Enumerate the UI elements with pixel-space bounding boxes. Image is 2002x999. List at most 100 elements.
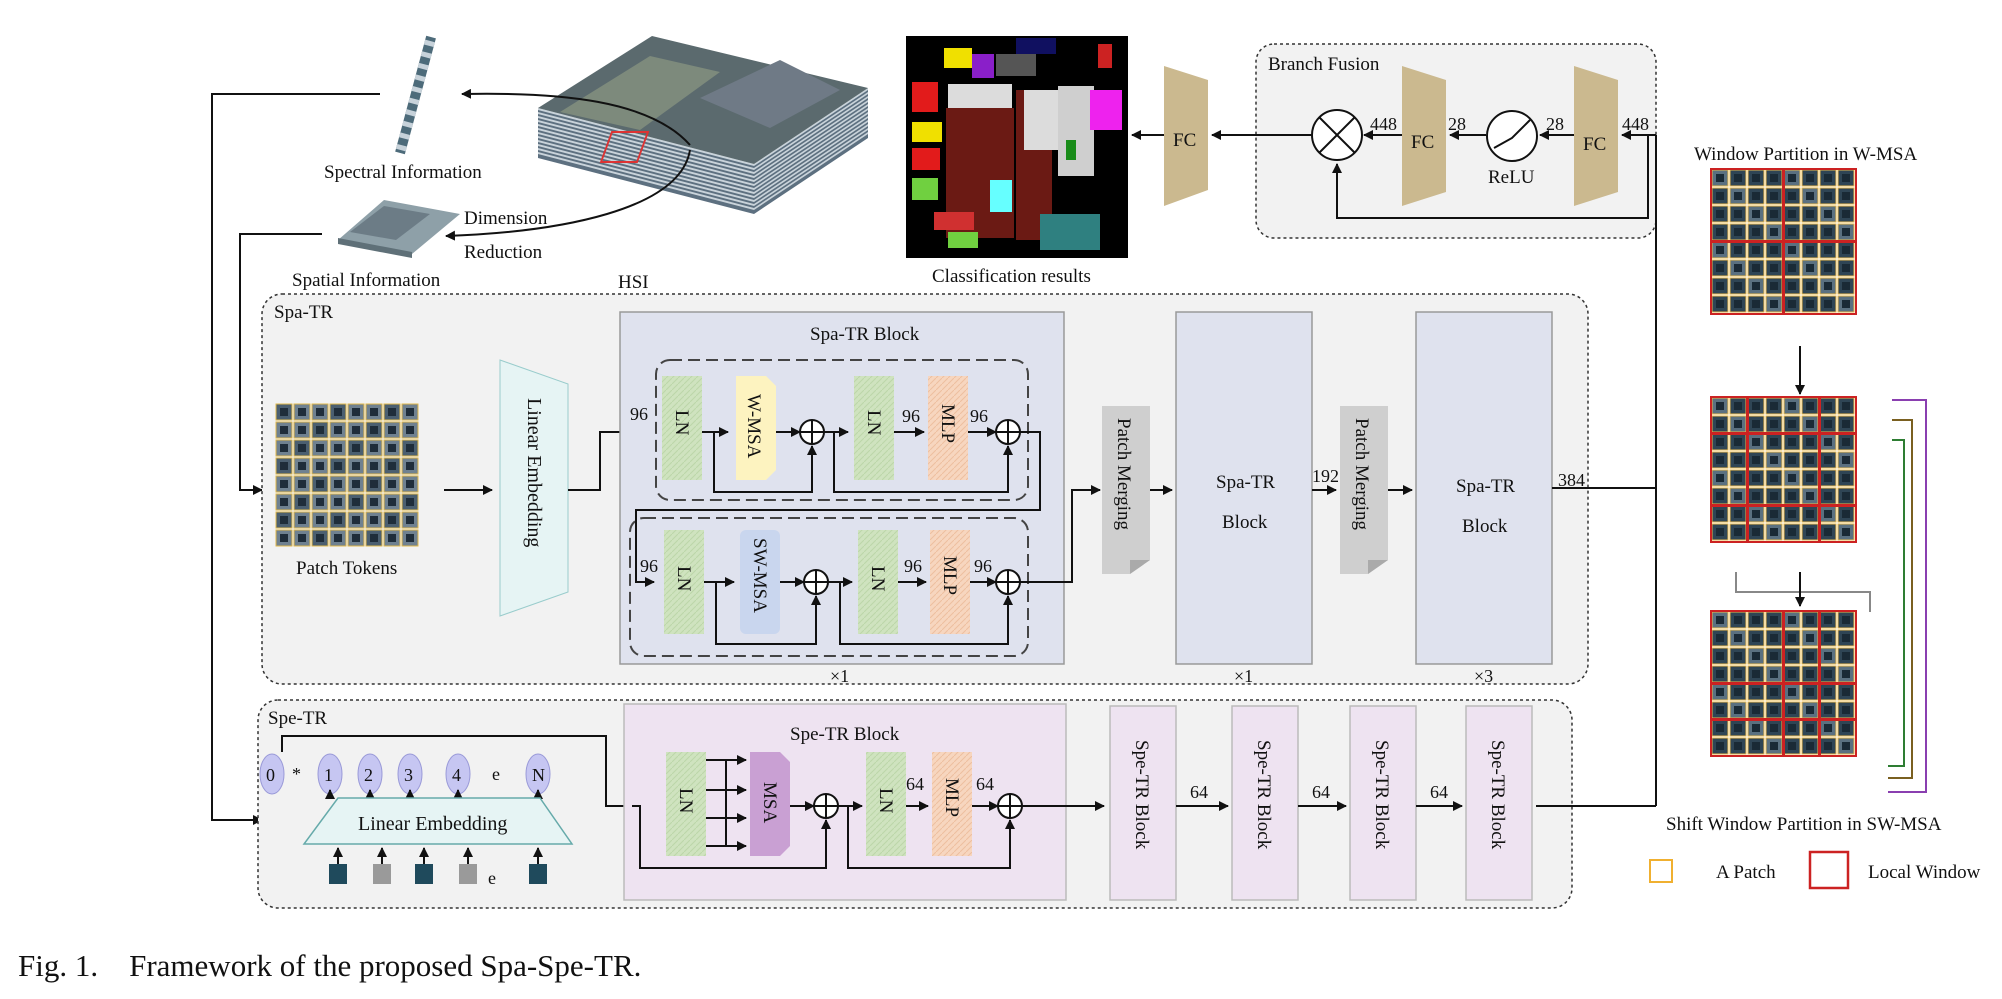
spe-tr-block-stack: Spe-TR Block 64 Spe-TR Block 64 Spe-TR Block… [1109,705,1533,901]
ln-4-label: LN [867,566,888,592]
ln-3-label: LN [673,566,694,592]
patch-merging-2-label: Patch Merging [1351,418,1372,531]
dimension-label: Dimension [464,208,548,229]
spe-linear-embedding [302,797,574,845]
spa-tr-block-2-l1: Spa-TR [1216,472,1275,493]
spa-linear-embedding-label: Linear Embedding [523,398,545,547]
msa-block [750,752,790,856]
swmsa-window-title: Shift Window Partition in SW-MSA [1666,814,1942,835]
dim-28-a: 28 [1448,114,1466,134]
spe-add-node-1 [813,793,839,819]
spa-tr-block-title: Spa-TR Block [810,324,920,345]
spe-token-6: e [492,764,500,784]
dim-96-c: 96 [904,556,922,576]
spatial-information-label: Spatial Information [292,270,441,291]
spa-tr-block-3-l2: Block [1462,516,1508,537]
fc-output [1164,66,1208,206]
figure-caption: Fig. 1. Framework of the proposed Spa-Sp… [18,948,641,984]
relu-node [1486,110,1538,162]
spa-tr-block-2-l2: Block [1222,512,1268,533]
add-node-4 [995,569,1021,595]
figure-number: Fig. 1. [18,948,99,983]
ln-1-label: LN [671,410,692,436]
spe-tr-block-2-label: Spe-TR Block [1131,740,1152,850]
ln-2-label: LN [863,410,884,436]
add-node-2 [995,419,1021,445]
swmsa-label: SW-MSA [749,538,770,613]
swmsa-block [740,530,780,634]
dim-28-b: 28 [1546,114,1564,134]
mlp-1 [928,376,968,480]
spe-tr-block-3 [1231,705,1299,901]
legend-window-swatch [1808,850,1850,890]
spe-token-0: 0 [266,765,275,785]
spatial-thumb [338,200,460,258]
reduction-label: Reduction [464,242,543,263]
spa-tr-title: Spa-TR [274,302,333,323]
spe-mlp [932,752,972,856]
patch-tokens-grid [275,403,419,547]
dim-96-d: 96 [974,556,992,576]
arrow-to-spectral [461,88,691,146]
dim-192: 192 [1312,466,1339,486]
add-node-3 [803,569,829,595]
spe-dim-64-5: 64 [1430,782,1448,802]
spa-tr-block-2 [1175,311,1313,665]
spe-mlp-label: MLP [941,778,962,817]
spe-dim-64-b: 64 [976,774,994,794]
spe-tr-title: Spe-TR [268,708,327,729]
branch-fusion-box [1255,43,1657,239]
swmsa-subblock [629,517,1029,657]
spe-dim-64-4: 64 [1312,782,1330,802]
wmsa-window-title: Window Partition in W-MSA [1694,144,1917,165]
spe-ln-1-label: LN [675,788,696,814]
dim-96-b: 96 [970,406,988,426]
spe-token-5: 4 [452,765,461,785]
legend-patch-label: A Patch [1716,862,1776,883]
dim-96-in-2: 96 [640,556,658,576]
spectral-information-label: Spectral Information [324,162,482,183]
spe-linear-embedding-label: Linear Embedding [358,813,507,835]
spe-tr-block-4 [1349,705,1417,901]
fc-fusion-1 [1402,66,1446,206]
ln-2 [854,376,894,480]
fc-fusion-2-label: FC [1583,134,1606,155]
spe-token-1: * [292,764,301,784]
figure-caption-text: Framework of the proposed Spa-Spe-TR. [129,948,642,983]
ln-3 [664,530,704,634]
fc-output-label: FC [1173,130,1196,151]
spa-linear-embedding [499,359,569,617]
spectral-vector [395,35,436,155]
spe-tr-block-5-label: Spe-TR Block [1487,740,1508,850]
relu-label: ReLU [1488,167,1535,188]
shifted-window-grid [1710,396,1857,543]
msa-label: MSA [759,782,780,823]
spe-tr-block-title: Spe-TR Block [790,724,900,745]
spectral-route [211,93,380,825]
sw-msa-window-grid [1710,610,1857,757]
wmsa-block [736,376,776,480]
spe-tr-block-5 [1465,705,1533,901]
ln-4 [858,530,898,634]
spa-tr-block-3 [1415,311,1553,665]
spa-x1-b: ×1 [1234,666,1253,686]
spatial-route [239,233,322,495]
wmsa-subblock [655,359,1029,501]
hsi-label: HSI [618,272,649,293]
spe-token-3: 2 [364,765,373,785]
spe-token-2: 1 [324,765,333,785]
mlp-2 [930,530,970,634]
patch-merging-2 [1340,406,1388,574]
wmsa-window-grid [1710,168,1857,315]
patch-tokens-label: Patch Tokens [296,558,397,579]
spa-x3: ×3 [1474,666,1493,686]
fc-fusion-2 [1574,66,1618,206]
fc-fusion-1-label: FC [1411,132,1434,153]
spe-input-dots: e [488,868,496,888]
branch-fusion-title: Branch Fusion [1268,54,1380,75]
spe-dim-64-a: 64 [906,774,924,794]
spe-tr-block-3-label: Spe-TR Block [1253,740,1274,850]
arrow-to-spatial [445,149,691,241]
spe-ln-2 [866,752,906,856]
